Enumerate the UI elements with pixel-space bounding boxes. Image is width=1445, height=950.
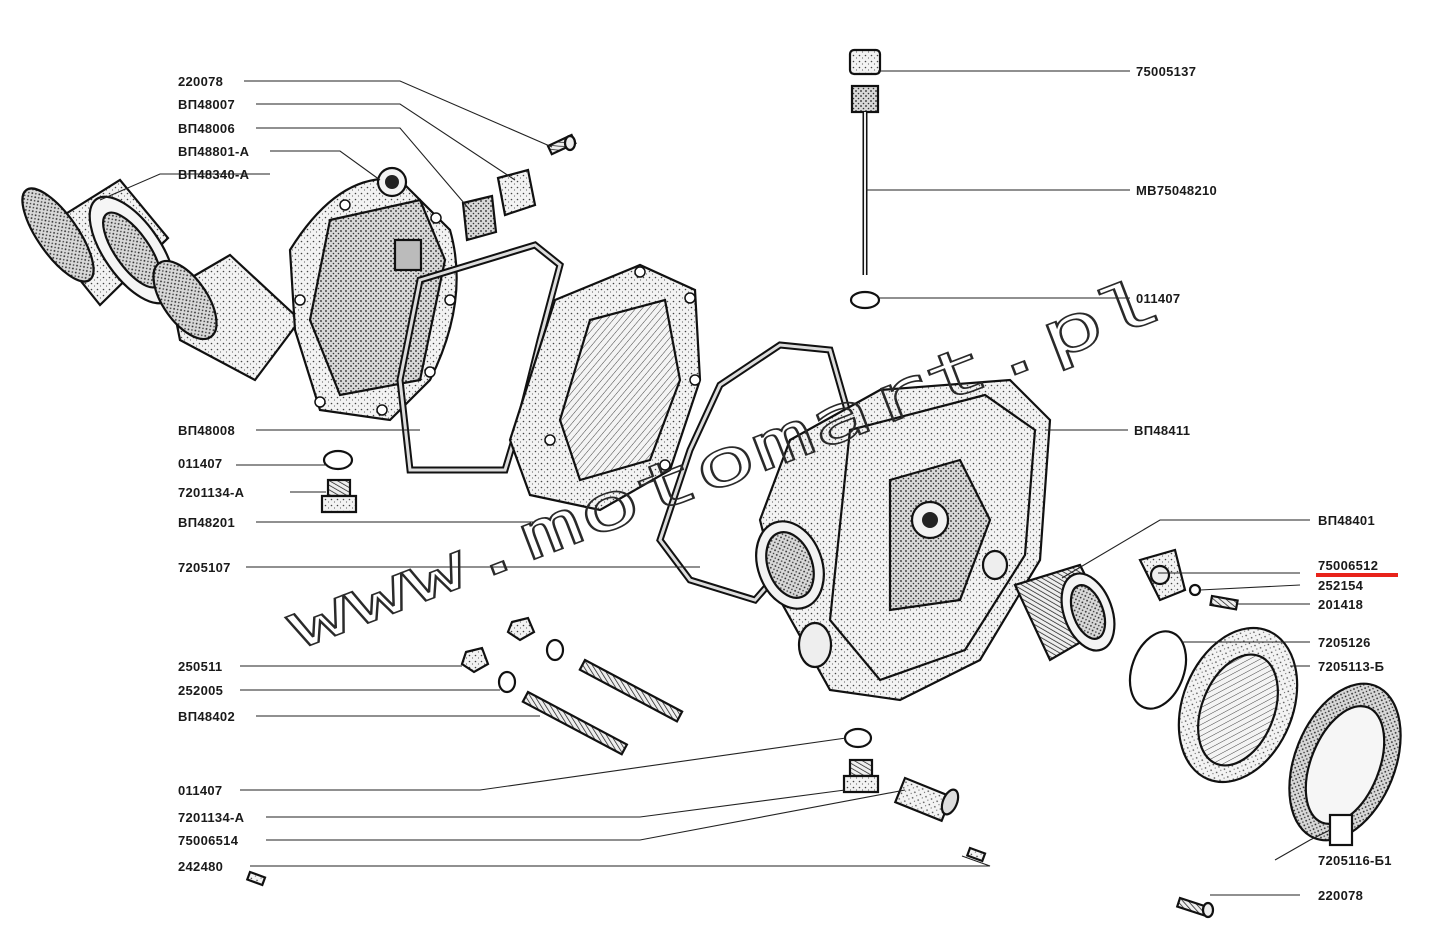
label-220078-top[interactable]: 220078 [178, 74, 223, 89]
gasket-plate-part [461, 194, 498, 242]
bushing-part [893, 776, 960, 823]
pin-part [965, 846, 987, 863]
label-vp48008[interactable]: ВП48008 [178, 423, 235, 438]
label-011407-bottom[interactable]: 011407 [178, 783, 222, 798]
part-labels: 220078 ВП48007 ВП48006 ВП48801-А ВП48340… [178, 64, 1398, 903]
label-7205116-b1[interactable]: 7205116-Б1 [1318, 853, 1392, 868]
label-011407-left[interactable]: 011407 [178, 456, 222, 471]
highlight-underline [1316, 573, 1398, 577]
middle-cover-part [508, 263, 702, 512]
bearing-cup-part [21, 178, 176, 307]
main-housing-part [755, 378, 1052, 702]
screw-part [546, 133, 577, 156]
label-75005137[interactable]: 75005137 [1136, 64, 1196, 79]
label-vp48801-a[interactable]: ВП48801-А [178, 144, 250, 159]
threaded-sleeve-part [1013, 563, 1116, 662]
label-vp48402[interactable]: ВП48402 [178, 709, 235, 724]
label-75006512[interactable]: 75006512 [1318, 558, 1378, 573]
label-mb75048210[interactable]: МВ75048210 [1136, 183, 1217, 198]
label-220078-bottom[interactable]: 220078 [1318, 888, 1363, 903]
flange-part [1177, 626, 1299, 784]
label-75006514[interactable]: 75006514 [178, 833, 239, 848]
dipstick-part [848, 48, 882, 310]
parts-group [21, 48, 1402, 919]
label-vp48007[interactable]: ВП48007 [178, 97, 235, 112]
label-vp48340-a[interactable]: ВП48340-А [178, 167, 250, 182]
cover-plate-part [496, 168, 537, 217]
pin-part [245, 870, 267, 887]
label-vp48006[interactable]: ВП48006 [178, 121, 235, 136]
studs-part [460, 616, 684, 756]
label-vp48201[interactable]: ВП48201 [178, 515, 235, 530]
label-7201134-a-bottom[interactable]: 7201134-А [178, 810, 245, 825]
plug-left-part [320, 478, 358, 514]
label-vp48401[interactable]: ВП48401 [1318, 513, 1375, 528]
left-housing-part [152, 166, 458, 422]
washer-bottom-part [843, 727, 873, 749]
o-ring-part [1128, 630, 1188, 710]
fitting-part [1138, 548, 1239, 611]
label-252005[interactable]: 252005 [178, 683, 223, 698]
label-7205113-b[interactable]: 7205113-Б [1318, 659, 1384, 674]
washer-left-part [322, 449, 354, 471]
label-252154[interactable]: 252154 [1318, 578, 1364, 593]
screw-bottom-part [1175, 896, 1215, 919]
leader-lines [99, 70, 1331, 896]
label-250511[interactable]: 250511 [178, 659, 222, 674]
label-vp48411[interactable]: ВП48411 [1134, 423, 1190, 438]
label-201418[interactable]: 201418 [1318, 597, 1363, 612]
label-7201134-a-left[interactable]: 7201134-А [178, 485, 245, 500]
label-7205126[interactable]: 7205126 [1318, 635, 1371, 650]
plug-bottom-part [842, 758, 880, 794]
seal-part [1288, 682, 1402, 847]
label-7205107[interactable]: 7205107 [178, 560, 231, 575]
label-242480[interactable]: 242480 [178, 859, 223, 874]
label-011407-right[interactable]: 011407 [1136, 291, 1180, 306]
